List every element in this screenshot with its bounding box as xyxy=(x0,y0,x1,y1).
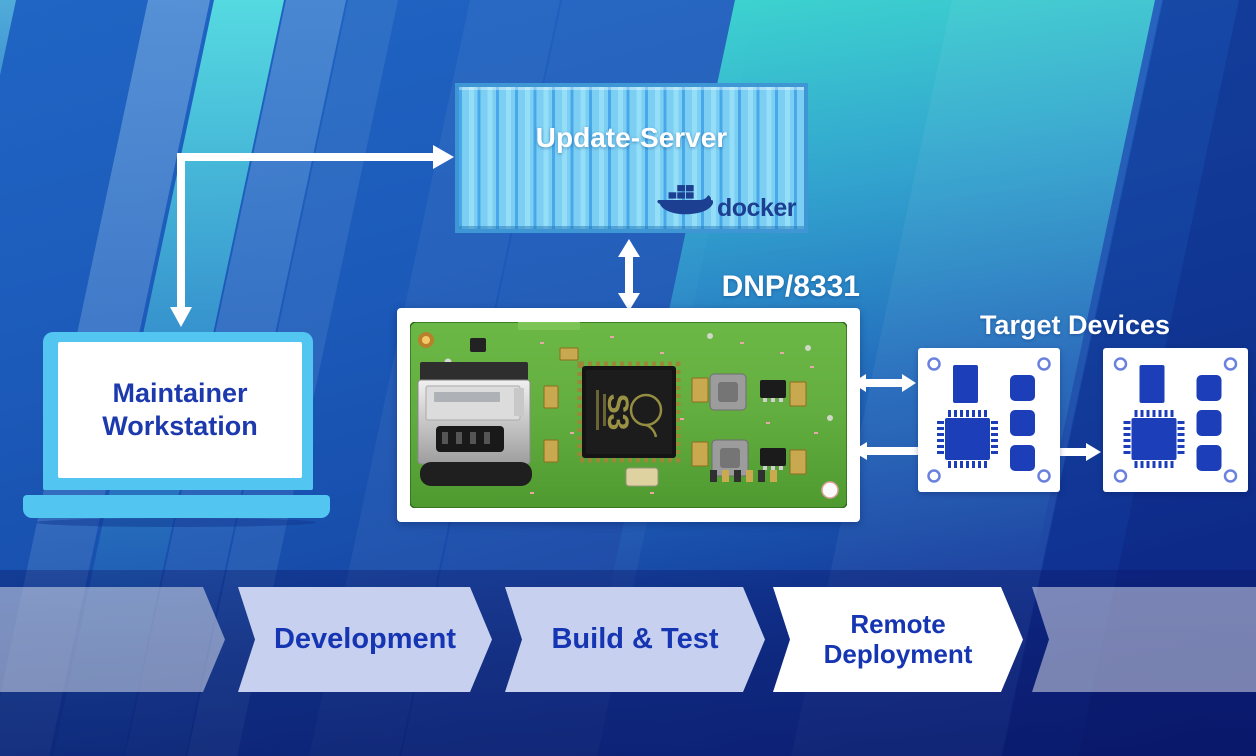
target-device-card xyxy=(1103,348,1248,492)
target-device-card xyxy=(918,348,1060,492)
docker-logo: docker xyxy=(655,183,796,222)
process-step-4 xyxy=(1032,587,1256,692)
update-server-container xyxy=(455,83,808,233)
arrow-left-icon xyxy=(852,442,918,460)
process-step-label: Remote Deployment xyxy=(823,609,973,669)
arrow-right-icon xyxy=(1060,443,1101,461)
process-step-label: Development xyxy=(273,623,457,656)
process-step-development: Development xyxy=(238,587,492,692)
laptop-base xyxy=(23,495,330,518)
chip-marking: S3 xyxy=(601,394,634,431)
arrow-elbow-vertical xyxy=(177,153,185,308)
arrow-elbow-horizontal xyxy=(177,153,433,161)
pcb-photo: S3 xyxy=(410,322,847,508)
device-pcb-icon xyxy=(1113,357,1238,483)
laptop-screen: Maintainer Workstation xyxy=(58,342,302,478)
process-step-0 xyxy=(0,587,225,692)
arrow-up-icon xyxy=(618,239,640,257)
process-step-build-test: Build & Test xyxy=(505,587,765,692)
dnp-board-label: DNP/8331 xyxy=(721,270,860,303)
arrow-down-icon xyxy=(170,307,192,327)
docker-whale-icon xyxy=(657,185,714,215)
docker-wordmark: docker xyxy=(717,193,796,222)
arrow-double-horizontal-icon xyxy=(852,374,916,392)
arrow-down-icon xyxy=(618,293,640,311)
target-devices-title: Target Devices xyxy=(979,310,1171,340)
arrow-right-icon xyxy=(433,145,454,169)
update-server-label: Update-Server xyxy=(535,122,728,153)
dnp-board-photo-card: S3 xyxy=(397,308,860,522)
process-step-remote-deployment: Remote Deployment xyxy=(773,587,1023,692)
device-pcb-icon xyxy=(927,357,1051,483)
laptop-shadow xyxy=(36,518,316,527)
arrow-double-vertical-shaft xyxy=(625,256,633,294)
maintainer-workstation-label: Maintainer Workstation xyxy=(102,378,258,441)
process-step-label: Build & Test xyxy=(551,623,719,656)
